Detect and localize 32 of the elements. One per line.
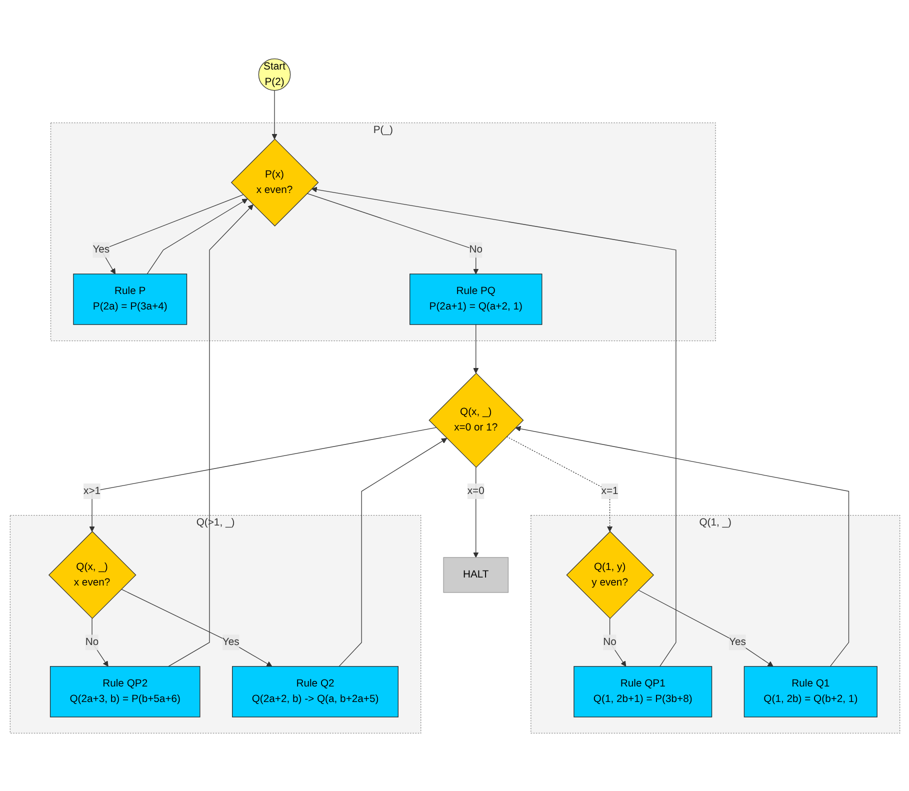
arrow <box>472 466 478 558</box>
node-circle: Start P(2) <box>258 58 290 90</box>
edge-label: x=1 <box>600 484 618 496</box>
arrow <box>88 426 436 532</box>
node-box: Rule QP1 Q(1, 2b+1) = P(3b+8) <box>573 666 712 717</box>
arrow <box>271 90 277 139</box>
edge-label: x>1 <box>83 484 100 496</box>
node-box: Rule P P(2a) = P(3a+4) <box>72 273 187 324</box>
arrow <box>637 589 773 666</box>
edge-label: x=0 <box>466 484 484 496</box>
arrow <box>146 198 248 274</box>
node-box: Rule Q1 Q(1, 2b) = Q(b+2, 1) <box>743 666 877 717</box>
node-diamond: P(x) x even? <box>230 138 318 226</box>
node-box: HALT <box>442 556 508 592</box>
arrow <box>168 204 253 666</box>
arrow <box>306 192 478 274</box>
edge-label: No <box>84 636 98 648</box>
arrow <box>506 436 612 532</box>
node-box: Rule QP2 Q(2a+3, b) = P(b+5a+6) <box>49 666 200 717</box>
arrow <box>472 324 478 373</box>
node-diamond: Q(x, _) x even? <box>48 530 136 618</box>
edge-label: Yes <box>728 636 746 648</box>
node-box: Rule Q2 Q(2a+2, b) -> Q(a, b+2a+5) <box>232 666 398 717</box>
node-box: Rule PQ P(2a+1) = Q(a+2, 1) <box>409 273 542 324</box>
node-diamond: Q(1, y) y even? <box>566 530 654 618</box>
edge-label: No <box>602 636 616 648</box>
arrow <box>338 438 447 666</box>
edge-label: No <box>468 244 482 255</box>
arrow <box>120 588 272 666</box>
edge-label: Yes <box>222 636 239 648</box>
node-diamond: Q(x, _) x=0 or 1? <box>428 372 524 468</box>
edge-label: Yes <box>92 244 110 255</box>
